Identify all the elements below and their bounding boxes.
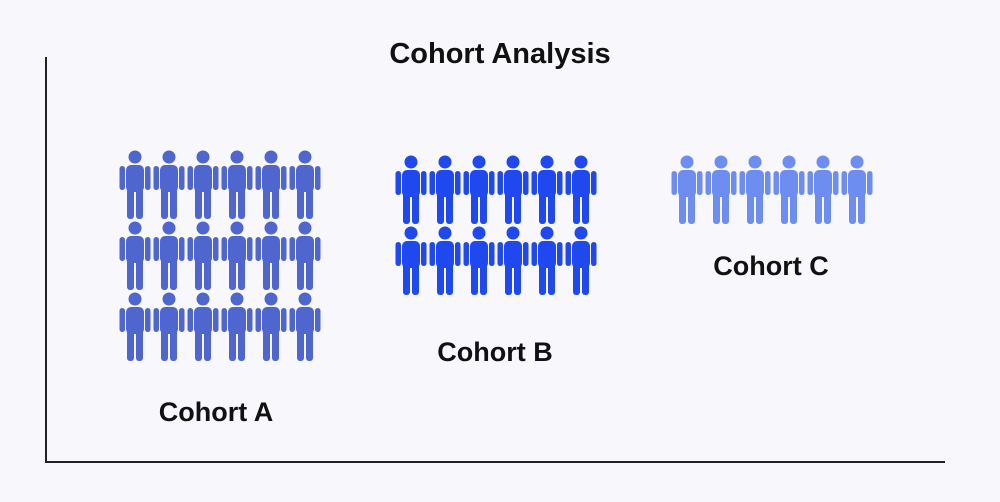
person-icon	[530, 226, 564, 297]
person-icon	[152, 150, 186, 221]
person-icon	[840, 155, 874, 226]
cohort-b-label: Cohort B	[437, 337, 553, 367]
person-icon	[220, 150, 254, 221]
person-icon	[288, 221, 322, 292]
person-icon	[288, 292, 322, 363]
cohort-a-group	[118, 150, 322, 363]
person-icon	[186, 150, 220, 221]
horizontal-axis	[45, 461, 945, 463]
person-icon	[496, 226, 530, 297]
person-icon	[288, 150, 322, 221]
person-icon	[670, 155, 704, 226]
person-icon	[564, 155, 598, 226]
person-icon	[772, 155, 806, 226]
cohort-a-figures	[118, 150, 322, 363]
person-icon	[704, 155, 738, 226]
person-icon	[186, 221, 220, 292]
person-icon	[254, 221, 288, 292]
person-icon	[186, 292, 220, 363]
cohort-c-group	[670, 155, 874, 226]
cohort-a-label: Cohort A	[158, 397, 274, 427]
person-icon	[462, 226, 496, 297]
cohort-c-figures	[670, 155, 874, 226]
cohort-b-group	[394, 155, 598, 297]
cohort-b-figures	[394, 155, 598, 297]
person-icon	[806, 155, 840, 226]
cohort-c-label: Cohort C	[713, 251, 829, 281]
person-icon	[118, 221, 152, 292]
person-icon	[428, 155, 462, 226]
person-icon	[220, 221, 254, 292]
person-icon	[564, 226, 598, 297]
person-icon	[394, 226, 428, 297]
person-icon	[152, 292, 186, 363]
diagram-title: Cohort Analysis	[389, 38, 611, 70]
person-icon	[118, 292, 152, 363]
person-icon	[118, 150, 152, 221]
person-icon	[394, 155, 428, 226]
person-icon	[254, 150, 288, 221]
person-icon	[254, 292, 288, 363]
person-icon	[220, 292, 254, 363]
person-icon	[738, 155, 772, 226]
person-icon	[530, 155, 564, 226]
person-icon	[462, 155, 496, 226]
person-icon	[152, 221, 186, 292]
person-icon	[496, 155, 530, 226]
vertical-axis	[45, 57, 47, 463]
person-icon	[428, 226, 462, 297]
